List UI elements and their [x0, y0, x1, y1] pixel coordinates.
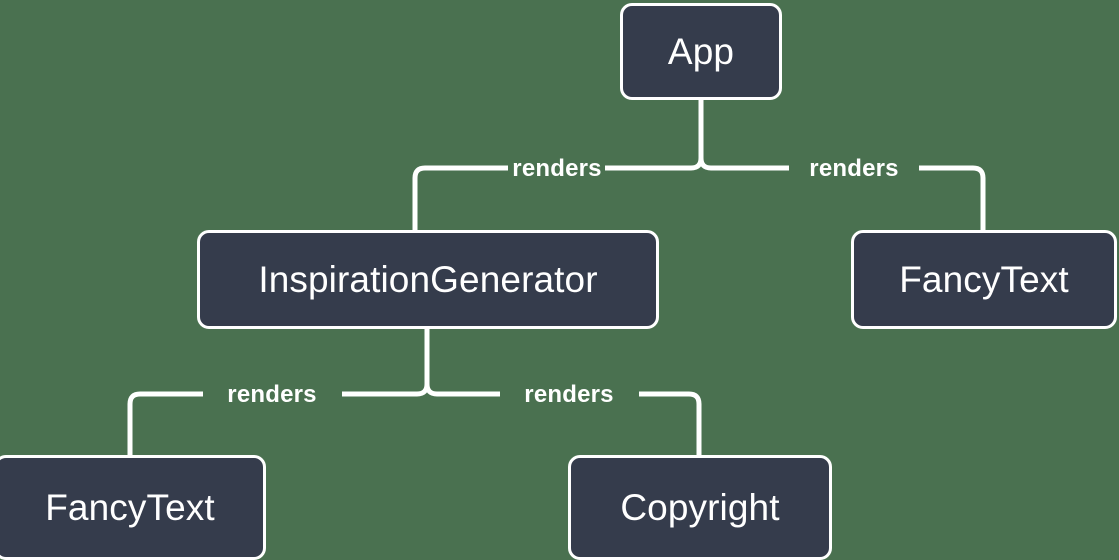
wire-inspirationgenerator-stem-left [416, 383, 430, 397]
edge-label-inspirationgenerator-copyright: renders [524, 381, 614, 408]
edge-label-app-inspirationgenerator: renders [512, 155, 602, 182]
wire-app-stem-left [690, 157, 704, 171]
node-fancytext-right-label: FancyText [899, 259, 1069, 300]
node-copyright-label: Copyright [620, 487, 780, 528]
wire-inspirationgenerator-stem [424, 329, 438, 397]
node-inspirationgenerator-label: InspirationGenerator [258, 259, 598, 300]
node-app[interactable]: App [620, 3, 782, 100]
wire-app-stem [698, 100, 712, 171]
node-fancytext-right[interactable]: FancyText [851, 230, 1117, 329]
node-app-label: App [667, 31, 735, 72]
node-fancytext-bottom[interactable]: FancyText [0, 455, 266, 560]
node-inspirationgenerator[interactable]: InspirationGenerator [197, 230, 659, 329]
edge-label-app-fancytext: renders [809, 155, 899, 182]
edge-label-inspirationgenerator-fancytext: renders [227, 381, 317, 408]
node-copyright[interactable]: Copyright [568, 455, 832, 560]
node-fancytext-bottom-label: FancyText [45, 487, 215, 528]
